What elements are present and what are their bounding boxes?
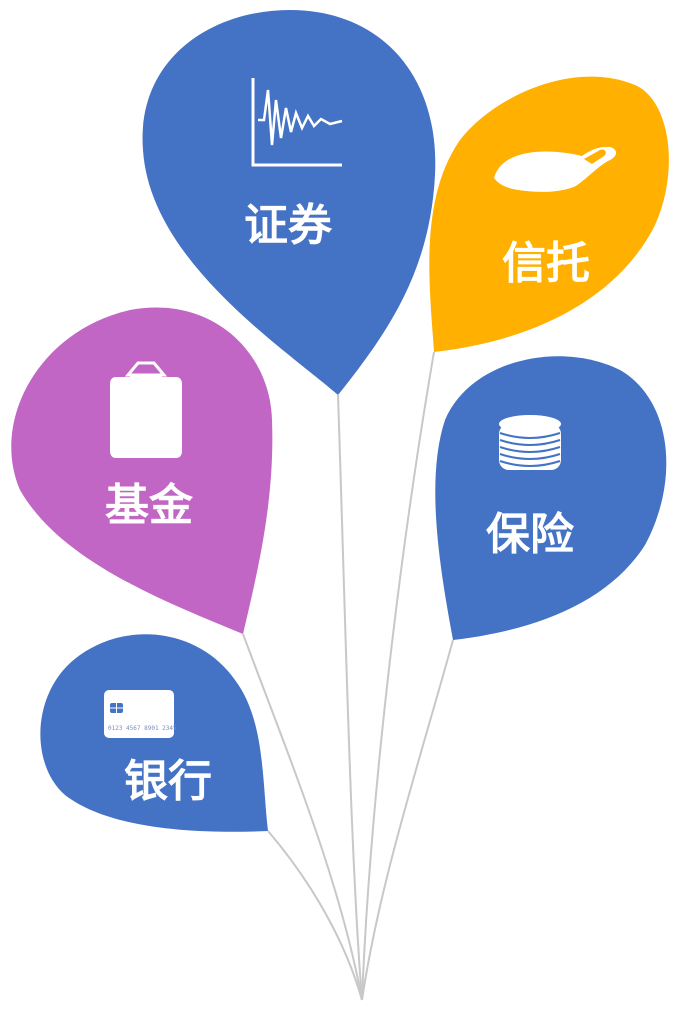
string-yinhang — [267, 830, 363, 1001]
balloon-zhengquan-label: 证券 — [244, 200, 333, 251]
balloon-baoxian-label: 保险 — [486, 509, 575, 560]
balloon-zhengquan-shape — [142, 10, 436, 395]
balloon-xintuo-shape — [429, 76, 669, 352]
balloon-jijin-shape — [11, 307, 273, 634]
balloon-xintuo-label: 信托 — [502, 238, 590, 289]
string-zhengquan — [337, 394, 363, 1001]
balloon-zhengquan: 证券 — [142, 10, 436, 395]
balloon-xintuo: 信托 — [429, 76, 669, 352]
balloon-jijin-label: 基金 — [105, 480, 194, 531]
balloon-yinhang: 0123 4567 8901 2345 银行 — [40, 634, 268, 832]
balloon-baoxian-shape — [435, 356, 667, 640]
string-jijin — [242, 633, 363, 1001]
card-number: 0123 4567 8901 2345 — [108, 725, 177, 732]
balloon-strings — [242, 351, 454, 1001]
clipboard-icon — [110, 361, 182, 458]
string-baoxian — [361, 639, 454, 1001]
hand-icon — [494, 146, 616, 192]
balloon-yinhang-label: 银行 — [124, 756, 212, 807]
string-xintuo — [361, 351, 435, 1001]
coin-stack-icon — [499, 415, 561, 470]
credit-card-icon: 0123 4567 8901 2345 — [104, 690, 177, 738]
chart-decay-icon — [251, 78, 343, 167]
balloon-baoxian: 保险 — [435, 356, 667, 640]
balloon-jijin: 基金 — [11, 307, 273, 634]
